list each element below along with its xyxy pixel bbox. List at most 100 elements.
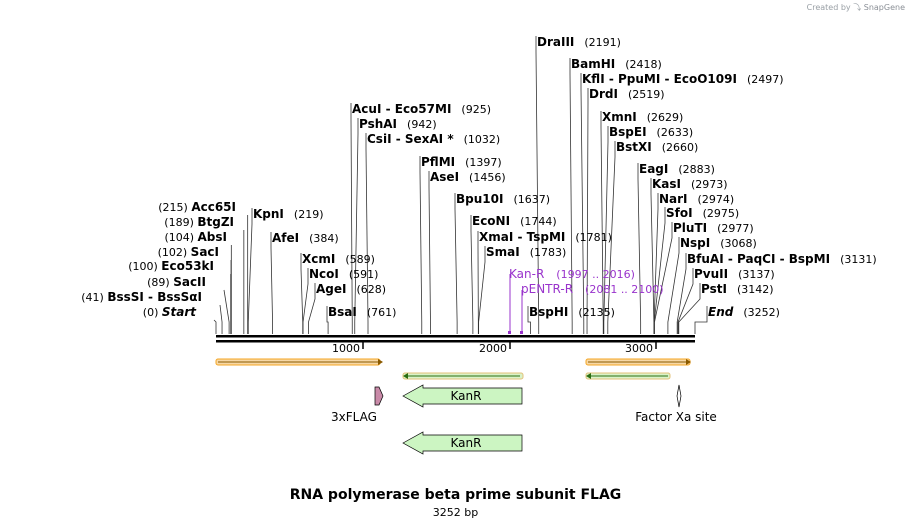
ruler: 1000 2000 3000 — [332, 342, 657, 355]
site-label-kpni[interactable]: KpnI(219) — [253, 207, 324, 221]
site-leader-pvuii — [677, 268, 694, 334]
site-leader-pflmi — [419, 156, 423, 334]
site-label-start[interactable]: (0) Start — [143, 305, 197, 319]
site-leader-drdi — [586, 88, 589, 334]
site-leader-ncoi — [302, 268, 309, 334]
site-leader-kpni — [247, 208, 253, 334]
site-label-pvuii[interactable]: PvuII(3137) — [694, 267, 775, 281]
site-leader-bsssi — [219, 304, 223, 334]
site-label-xmai[interactable]: XmaI - TspMI(1781) — [479, 230, 612, 244]
site-label-bsai[interactable]: BsaI(761) — [328, 305, 396, 319]
site-leader-pluti — [654, 222, 673, 334]
site-label-saci[interactable]: (102) SacI — [158, 245, 219, 259]
site-leader-afei — [270, 232, 273, 334]
site-label-bspei[interactable]: BspEI(2633) — [609, 125, 693, 139]
site-leader-lines — [213, 36, 708, 334]
site-label-acc65i[interactable]: (215) Acc65I — [158, 200, 236, 214]
site-label-xcmi[interactable]: XcmI(589) — [302, 252, 375, 266]
site-label-btgzi[interactable]: (189) BtgZI — [164, 215, 234, 229]
feature-factor-xa-label: Factor Xa site — [635, 410, 717, 424]
site-label-eagi[interactable]: EagI(2883) — [639, 162, 715, 176]
site-leader-xmni — [600, 111, 604, 334]
site-label-bsphi[interactable]: BspHI(2135) — [529, 305, 615, 319]
site-label-eco53ki[interactable]: (100) Eco53kI — [128, 259, 214, 273]
site-label-draiii[interactable]: DraIII(2191) — [537, 35, 621, 49]
site-leader-asei — [428, 171, 431, 334]
site-leader-bsai — [326, 306, 329, 334]
site-label-bpu10i[interactable]: Bpu10I(1637) — [456, 192, 550, 206]
site-label-bamhi[interactable]: BamHI(2418) — [571, 57, 662, 71]
site-label-bfuai[interactable]: BfuAI - PaqCI - BspMI(3131) — [687, 252, 877, 266]
site-label-acui[interactable]: AcuI - Eco57MI(925) — [352, 102, 491, 116]
site-leader-end — [694, 306, 708, 334]
site-label-absi[interactable]: (104) AbsI — [164, 230, 227, 244]
site-label-sacii[interactable]: (89) SacII — [147, 275, 206, 289]
site-leader-bpu10i — [454, 193, 458, 334]
orf-kanr-arrow-icon — [403, 373, 408, 379]
site-leader-agei — [308, 283, 316, 334]
feature-3xflag-label: 3xFLAG — [331, 410, 377, 424]
primer-pentr-r-mark — [520, 331, 523, 334]
orf-track — [215, 358, 691, 380]
ruler-label-3000: 3000 — [625, 342, 653, 355]
site-leader-bspei — [603, 126, 609, 334]
site-label-smai[interactable]: SmaI(1783) — [486, 245, 566, 259]
site-leader-bstxi — [607, 141, 616, 334]
site-label-xmni[interactable]: XmnI(2629) — [602, 110, 683, 124]
site-label-pshai[interactable]: PshAI(942) — [359, 117, 437, 131]
site-label-bstxi[interactable]: BstXI(2660) — [616, 140, 698, 154]
site-label-nspi[interactable]: NspI(3068) — [680, 236, 757, 250]
snapgene-logo-icon: ⤵ — [853, 3, 862, 12]
primer-kan-r-mark — [508, 331, 511, 334]
site-label-end[interactable]: End(3252) — [708, 305, 780, 319]
ruler-label-1000: 1000 — [332, 342, 360, 355]
feature-kanr-2-shape[interactable] — [402, 431, 523, 455]
site-label-kfli[interactable]: KflI - PpuMI - EcoO109I(2497) — [582, 72, 784, 86]
orf-lower-right-arrow-icon — [586, 373, 591, 379]
site-leader-start — [213, 319, 217, 334]
site-label-nari[interactable]: NarI(2974) — [659, 192, 734, 206]
feature-kanr-1-label: KanR — [451, 389, 482, 403]
snapgene-credit: Created by ⤵ SnapGene — [807, 2, 905, 13]
site-label-afei[interactable]: AfeI(384) — [272, 231, 339, 245]
site-label-sfoi[interactable]: SfoI(2975) — [666, 206, 739, 220]
feature-kanr-2-label: KanR — [451, 436, 482, 450]
feature-factor-xa-shape[interactable] — [676, 384, 682, 408]
site-label-csii[interactable]: CsiI - SexAI *(1032) — [367, 132, 500, 146]
site-leader-bsphi — [527, 306, 531, 334]
site-leader-econi — [470, 215, 474, 334]
site-leader-bamhi — [569, 58, 573, 334]
backbone — [216, 335, 695, 343]
site-label-econi[interactable]: EcoNI(1744) — [472, 214, 557, 228]
map-title: RNA polymerase beta prime subunit FLAG — [289, 487, 622, 503]
credit-prefix: Created by — [806, 3, 851, 12]
site-label-kasi[interactable]: KasI(2973) — [652, 177, 728, 191]
site-label-pluti[interactable]: PluTI(2977) — [673, 221, 754, 235]
site-leader-csii — [365, 133, 369, 334]
features: 3xFLAG KanR KanR Factor Xa site — [331, 384, 717, 455]
site-leader-sacii — [223, 289, 230, 334]
site-leader-nspi — [667, 237, 680, 334]
primer-pentr-r-label: pENTR-R(2081 .. 2100) — [521, 282, 664, 296]
feature-3xflag-shape[interactable] — [374, 386, 384, 406]
site-leader-smai — [478, 246, 486, 334]
site-label-drdi[interactable]: DrdI(2519) — [589, 87, 665, 101]
site-label-psti[interactable]: PstI(3142) — [701, 282, 774, 296]
site-label-ncoi[interactable]: NcoI(591) — [309, 267, 378, 281]
site-label-bsssi[interactable]: (41) BssSI - BssSαI — [81, 290, 202, 304]
ruler-label-2000: 2000 — [479, 342, 507, 355]
site-label-pflmi[interactable]: PflMI(1397) — [421, 155, 502, 169]
feature-kanr-1-shape[interactable] — [402, 384, 523, 408]
site-label-agei[interactable]: AgeI(628) — [316, 282, 386, 296]
site-labels: (0) Start(41) BssSI - BssSαI(89) SacII (1… — [81, 35, 876, 319]
site-leader-pshai — [354, 118, 359, 334]
map-length: 3252 bp — [432, 506, 479, 519]
site-leader-draiii — [535, 36, 540, 334]
site-leader-kasi — [650, 178, 655, 334]
orf-left-arrow-icon — [378, 359, 383, 365]
site-leader-bfuai — [676, 253, 687, 334]
primer-kan-r-label: Kan-R(1997 .. 2016) — [509, 267, 635, 281]
site-leader-acui — [350, 103, 353, 334]
site-label-asei[interactable]: AseI(1456) — [430, 170, 506, 184]
